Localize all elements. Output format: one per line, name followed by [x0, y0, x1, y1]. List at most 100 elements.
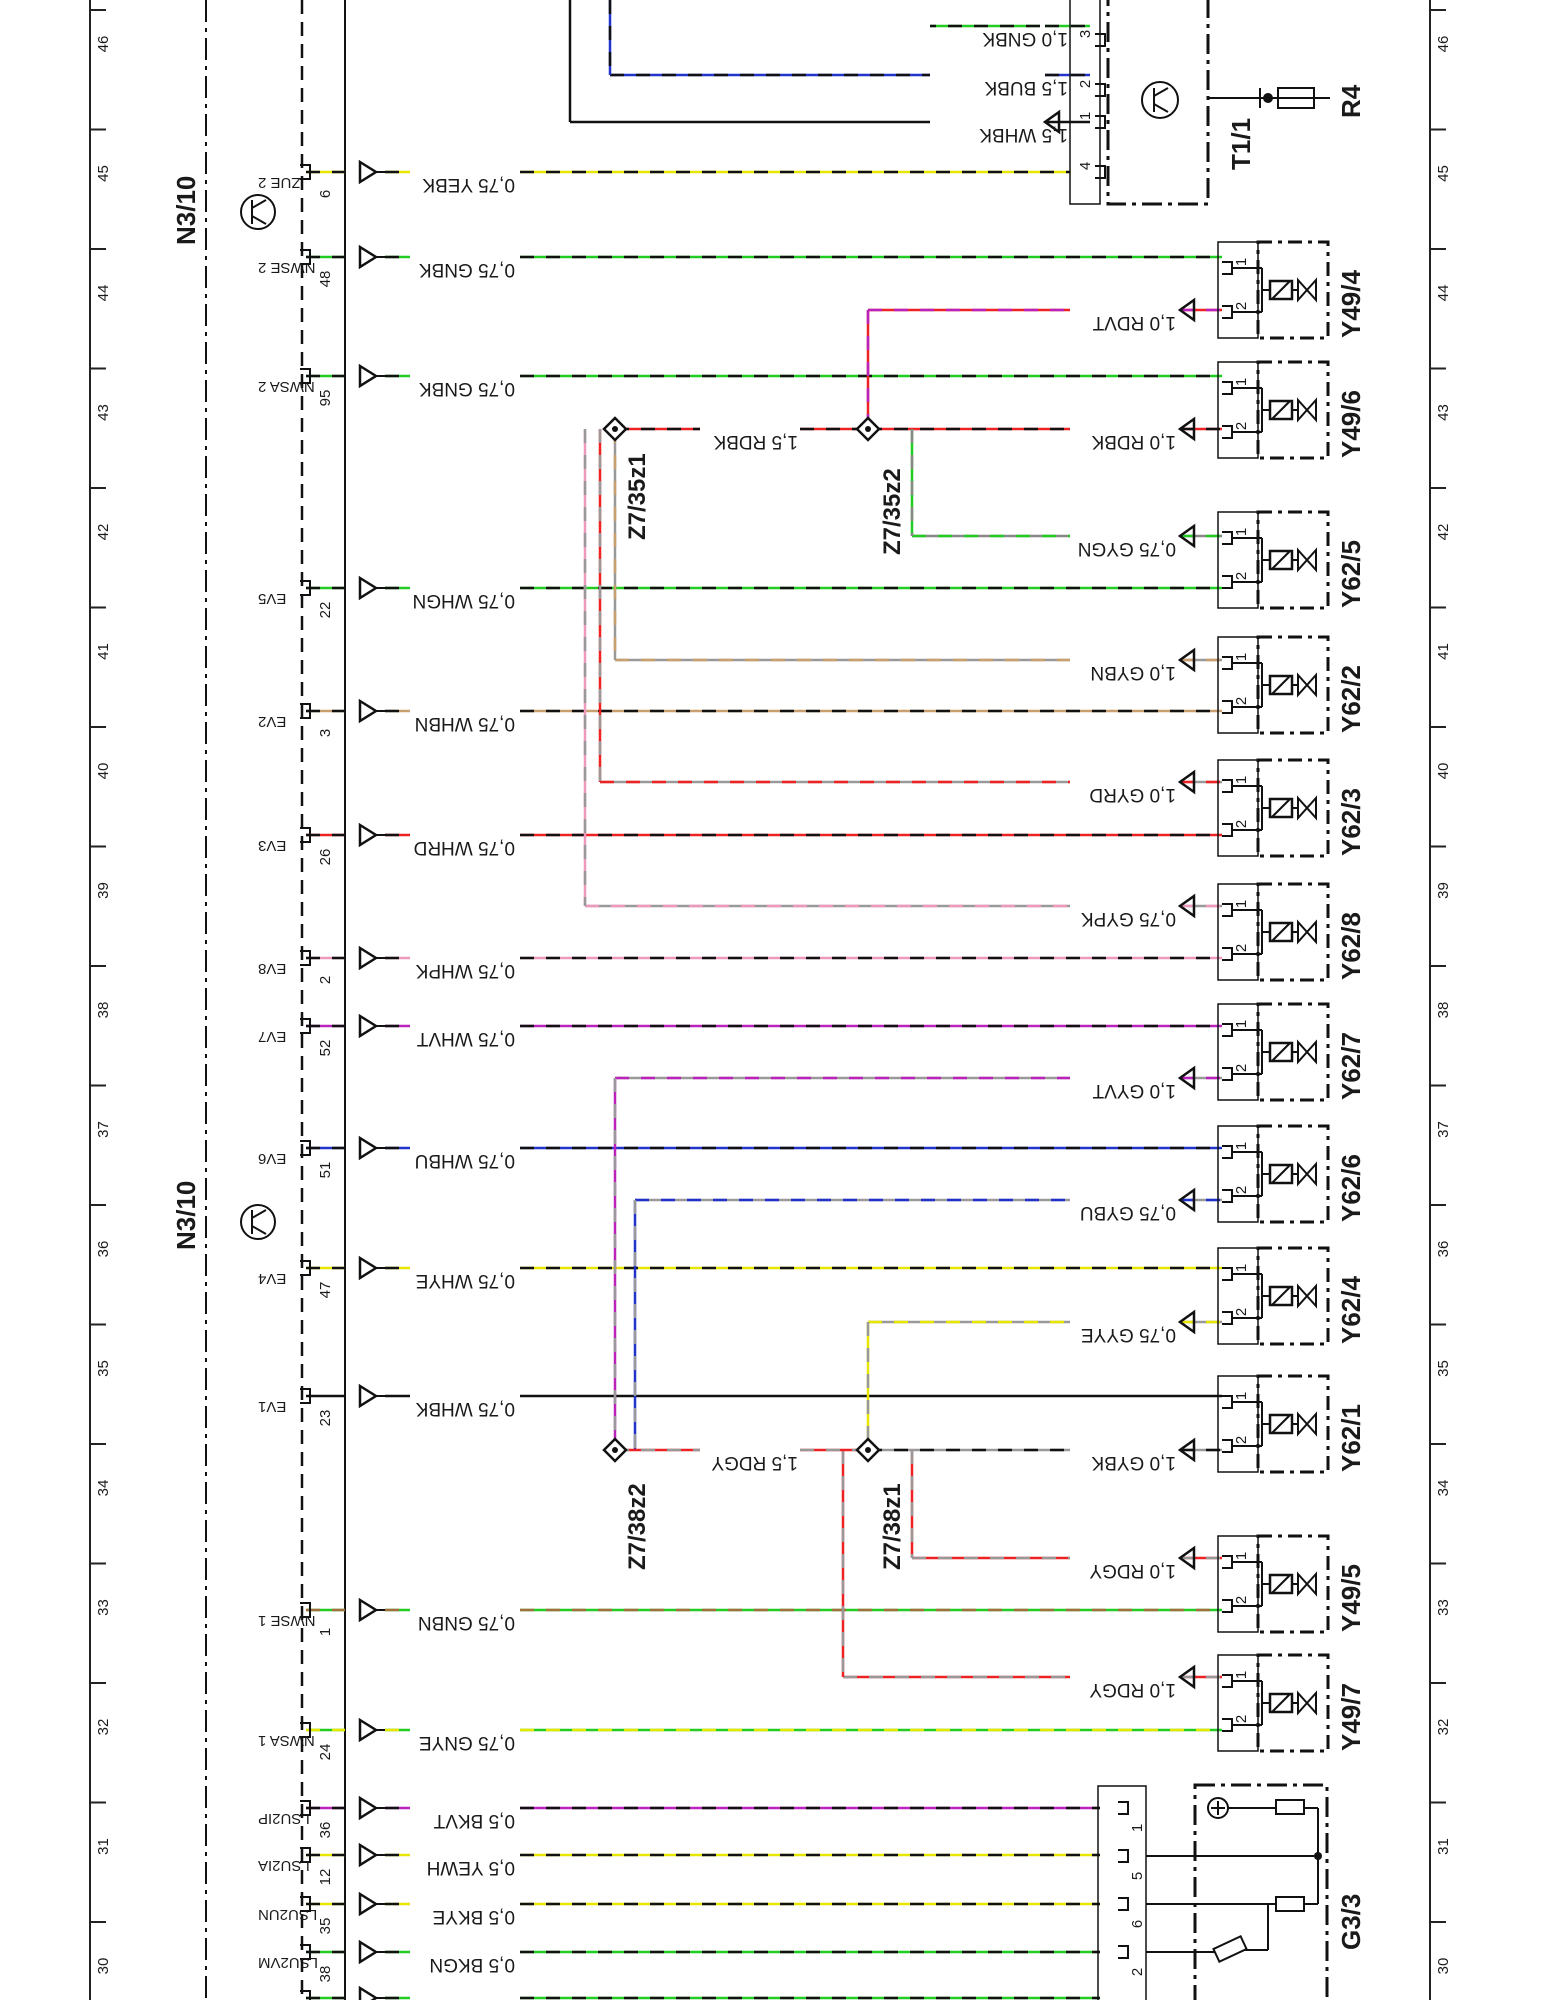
- pin-number: 51: [317, 1162, 334, 1179]
- ruler-label-right: 38: [1435, 1002, 1452, 1019]
- pin-terminal-icon: [300, 1722, 311, 1738]
- wire-label: 0,75 WHGN: [413, 590, 515, 611]
- valve-pin-number: 1: [1233, 1671, 1250, 1679]
- connector-arrow-icon: [358, 575, 379, 601]
- pin-number: 95: [317, 390, 334, 407]
- valve-pin-number: 2: [1233, 1308, 1250, 1316]
- connector-arrow-icon: [358, 1597, 379, 1623]
- wire-label: 1,5 RDGY: [711, 1452, 798, 1473]
- connector-arrow-icon: [1177, 297, 1196, 323]
- g3-3-pin-number: 2: [1129, 1968, 1146, 1976]
- pin-number: 24: [317, 1744, 334, 1761]
- valve-icon: [1297, 1690, 1317, 1716]
- wire-label: 0,75 YEBK: [422, 174, 515, 195]
- pin-terminal-icon: [1222, 1189, 1233, 1203]
- wire-label: 1,0 RDVT: [1092, 312, 1176, 333]
- valve-pin-number: 1: [1233, 1552, 1250, 1560]
- ruler-label-right: 30: [1435, 1958, 1452, 1975]
- valve-pin-number: 2: [1233, 944, 1250, 952]
- pin-terminal-icon: [1118, 1945, 1129, 1959]
- wire-label: 0,5 BKYE: [433, 1906, 515, 1927]
- ecu-outline: [205, 0, 346, 2000]
- pin-terminal-icon: [300, 1602, 311, 1618]
- component-label: Y62/1: [1336, 1404, 1366, 1472]
- signal-name: NWSE 1: [258, 1612, 316, 1629]
- ruler-label-left: 32: [95, 1719, 112, 1736]
- pin-number: 48: [317, 271, 334, 288]
- signal-name: EV2: [258, 713, 286, 730]
- valve-pin-number: 2: [1233, 572, 1250, 580]
- connector-arrow-icon: [358, 698, 379, 724]
- connector-arrow-icon: [1177, 1664, 1196, 1690]
- wire-label: 1,0 RDBK: [1091, 431, 1176, 452]
- signal-name: NWSA 1: [258, 1732, 315, 1749]
- valve-pin-number: 1: [1233, 1020, 1250, 1028]
- connector-arrow-icon: [358, 1985, 379, 2000]
- pin-number: 52: [317, 1040, 334, 1057]
- pin-terminal-icon: [300, 1847, 311, 1863]
- g3-3-pin-number: 1: [1129, 1824, 1146, 1832]
- ruler-label-left: 31: [95, 1838, 112, 1855]
- connector-arrow-icon: [358, 159, 379, 185]
- ruler-label-right: 36: [1435, 1241, 1452, 1258]
- pin-number: 6: [317, 190, 334, 198]
- valve-icon: [1297, 277, 1317, 303]
- valve-pin-number: 2: [1233, 1186, 1250, 1194]
- ecu-transistor-icon: [240, 1204, 276, 1240]
- component-label: Y62/4: [1336, 1276, 1366, 1344]
- pin-terminal-icon: [300, 1944, 311, 1960]
- valve-icon: [1297, 919, 1317, 945]
- ruler-label-right: 40: [1435, 763, 1452, 780]
- component-label: Y49/6: [1336, 390, 1366, 458]
- connector-arrow-icon: [358, 1383, 379, 1409]
- component-label: Y62/8: [1336, 912, 1366, 980]
- signal-name: EV1: [258, 1398, 286, 1415]
- return-wire: 1,0 RDVT: [868, 297, 1222, 333]
- wire-label: 1,0 GYBK: [1091, 1452, 1176, 1473]
- pin-terminal-icon: [1222, 1674, 1233, 1688]
- signal-name: LSU2IA: [258, 1857, 310, 1874]
- valve-pin-number: 2: [1233, 302, 1250, 310]
- t1-1-pin-number: 1: [1077, 112, 1094, 120]
- signal-name: NWSE 2: [258, 259, 316, 276]
- return-wire: 0,75 GYPK: [585, 893, 1222, 929]
- connector-arrow-icon: [358, 1939, 379, 1965]
- r4-resistor-icon: [1260, 87, 1330, 109]
- signal-name: NWSA 2: [258, 378, 315, 395]
- wire-label: 0,75 GNBK: [419, 259, 515, 280]
- component-label: Y62/5: [1336, 540, 1366, 608]
- return-wire: 1,0 RDBK: [868, 416, 1222, 452]
- pin-terminal-icon: [1118, 1801, 1129, 1815]
- return-wire: 1,0 GNBK: [930, 24, 1090, 49]
- valve-icon: [1297, 1283, 1317, 1309]
- pin-terminal-icon: [1222, 700, 1233, 714]
- wire-label: 0,75 WHBK: [415, 1398, 515, 1419]
- junction-label: Z7/38z1: [879, 1483, 906, 1570]
- return-wire: 1,0 GYBK: [868, 1437, 1222, 1473]
- component-label: R4: [1336, 84, 1366, 118]
- pin-terminal-icon: [300, 1990, 311, 2000]
- pin-number: 38: [317, 1966, 334, 1983]
- valve-icon: [1297, 397, 1317, 423]
- valve-pin-number: 2: [1233, 422, 1250, 430]
- ruler-label-right: 41: [1435, 643, 1452, 660]
- g3-3-pin-number: 6: [1129, 1920, 1146, 1928]
- wire-label: 1,0 RDGY: [1089, 1560, 1176, 1581]
- pin-terminal-icon: [1222, 575, 1233, 589]
- connector-arrow-icon: [1042, 109, 1061, 135]
- junction-wire: 1,5 RDBK: [615, 427, 868, 452]
- return-wire: 1,0 RDGY: [912, 1545, 1222, 1581]
- component-label: Y49/4: [1336, 270, 1366, 338]
- valve-pin-number: 1: [1233, 653, 1250, 661]
- connector-arrow-icon: [358, 363, 379, 389]
- component-label: Y62/6: [1336, 1154, 1366, 1222]
- pin-terminal-icon: [1222, 656, 1233, 670]
- pin-terminal-icon: [1222, 1267, 1233, 1281]
